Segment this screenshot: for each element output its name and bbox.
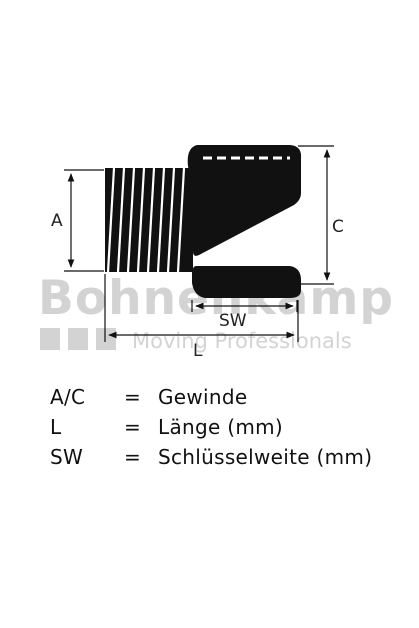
legend-key: SW — [50, 445, 84, 469]
legend-value: Länge (mm) — [158, 415, 284, 439]
legend-key: L — [50, 415, 62, 439]
label-sw: SW — [219, 311, 247, 331]
watermark-tagline: Moving Professionals — [132, 329, 352, 353]
legend-equals: = — [124, 415, 142, 439]
legend-row-l: L = Länge (mm) — [50, 412, 410, 442]
fitting-nut — [187, 145, 302, 298]
watermark-square-1 — [40, 328, 60, 350]
fitting-diagram: Bohnenkamp Moving Professionals — [38, 145, 393, 361]
watermark-square-2 — [68, 328, 88, 350]
label-a: A — [51, 211, 63, 231]
dimension-a: A — [51, 169, 104, 272]
dimension-l: L — [104, 274, 299, 361]
dimension-sw: SW — [191, 300, 298, 331]
legend-equals: = — [124, 445, 142, 469]
legend-equals: = — [124, 385, 142, 409]
legend-row-ac: A/C = Gewinde — [50, 382, 410, 412]
watermark-square-3 — [96, 328, 116, 350]
fitting-thread — [105, 167, 193, 273]
legend-row-sw: SW = Schlüsselweite (mm) — [50, 442, 410, 472]
legend-key: A/C — [50, 385, 86, 409]
legend: A/C = Gewinde L = Länge (mm) SW = Schlüs… — [50, 382, 410, 472]
legend-value: Gewinde — [158, 385, 248, 409]
legend-value: Schlüsselweite (mm) — [158, 445, 373, 469]
dimension-c: C — [298, 145, 344, 285]
label-l: L — [193, 341, 203, 361]
label-c: C — [332, 217, 344, 237]
